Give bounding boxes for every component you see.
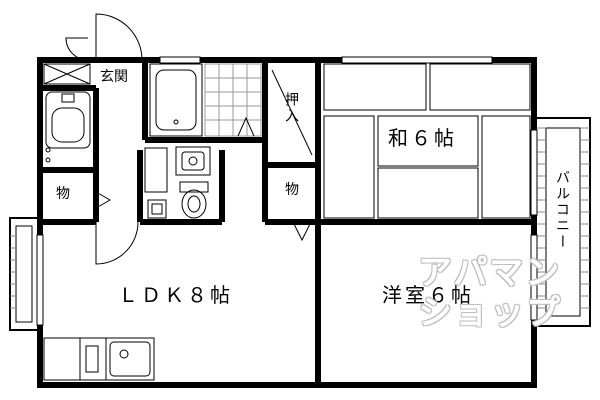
- room-label-storage-right: 物: [285, 182, 299, 198]
- bath-tile-floor: [204, 63, 262, 137]
- room-label-closet: 押入: [283, 92, 299, 124]
- room-label-storage-left: 物: [56, 186, 70, 202]
- watermark-line1: アパマン: [418, 253, 562, 293]
- kitchen-counter: [43, 337, 155, 381]
- room-label-washitsu: 和６帖: [388, 126, 457, 150]
- balcony-left: [9, 217, 39, 331]
- toilet: [179, 181, 209, 219]
- balcony-right: [535, 117, 591, 327]
- room-label-ldk: ＬＤＫ８帖: [118, 283, 233, 307]
- shoe-box: [43, 63, 91, 85]
- storage-doors: [95, 69, 313, 242]
- ldk-door: [95, 221, 139, 265]
- windows: [36, 56, 538, 326]
- room-label-yoshitsu: 洋室６帖: [382, 283, 474, 307]
- entry-door: [65, 13, 143, 61]
- washing-machine-space: [45, 91, 91, 163]
- watermark-line2: ショップ: [418, 293, 562, 333]
- room-label-balcony: バルコニー: [554, 170, 570, 250]
- bathtub: [149, 63, 203, 137]
- washbasin: [175, 146, 211, 176]
- sliding-tracks: [315, 219, 500, 330]
- small-cabinets: [144, 147, 168, 219]
- tatami-mats: [323, 63, 531, 219]
- interior-walls: [40, 60, 534, 385]
- room-label-genkan: 玄関: [100, 69, 128, 85]
